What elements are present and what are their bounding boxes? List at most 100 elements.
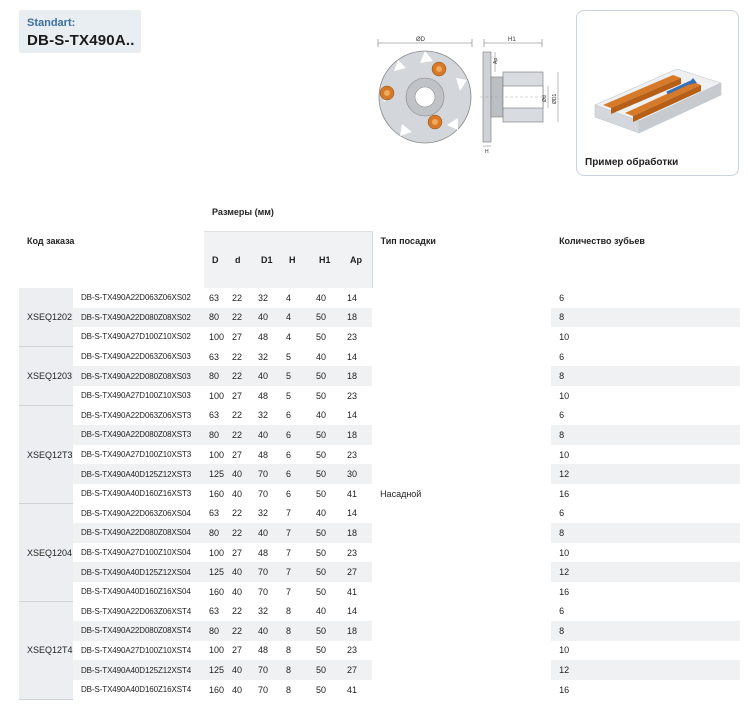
dim-h-cell: 6 bbox=[286, 488, 292, 499]
dim-ap-cell: 18 bbox=[342, 425, 373, 445]
order-code-cell: DB-S-TX490A22D063Z06XST4 bbox=[81, 606, 192, 616]
teeth-count-cell: 8 bbox=[551, 523, 741, 543]
dim-ap-cell: 18 bbox=[342, 523, 373, 543]
dim-d-cell: 27 bbox=[232, 390, 243, 401]
standard-box: Standart: DB-S-TX490A.. bbox=[19, 10, 141, 53]
dim-h-cell: 5 bbox=[286, 390, 292, 401]
teeth-count-cell: 6 bbox=[559, 292, 565, 303]
dim-d-cell: 100 bbox=[209, 390, 225, 401]
teeth-count-cell: 10 bbox=[559, 390, 570, 401]
dim-d-cell: 40 bbox=[227, 660, 253, 680]
header-dim-d1: D1 bbox=[253, 231, 281, 288]
header-dim-ap: Ap bbox=[342, 231, 373, 288]
insert-group-label: XSEQ1202 bbox=[19, 288, 73, 348]
order-code-cell: DB-S-TX490A22D080Z08XS02 bbox=[73, 307, 204, 328]
teeth-count-cell: 10 bbox=[559, 449, 570, 460]
specification-table: Код заказа Размеры (мм) Тип посадки Коли… bbox=[19, 193, 741, 700]
dim-d-cell: 27 bbox=[232, 449, 243, 460]
teeth-count-cell: 8 bbox=[551, 425, 741, 445]
dim-h-cell: 5 bbox=[281, 366, 311, 386]
dim-ap-cell: 41 bbox=[347, 488, 358, 499]
label-H: H bbox=[485, 149, 489, 155]
order-code-cell: DB-S-TX490A22D063Z06XS03 bbox=[81, 352, 191, 362]
order-code-cell: DB-S-TX490A22D063Z06XST3 bbox=[81, 410, 192, 420]
dim-h1-cell: 40 bbox=[316, 351, 327, 362]
dim-h1-cell: 50 bbox=[311, 366, 342, 386]
insert-group-label: XSEQ12T3 bbox=[19, 405, 73, 505]
dim-d1-cell: 32 bbox=[258, 351, 269, 362]
dim-d1-cell: 40 bbox=[253, 621, 281, 641]
dim-d-cell: 100 bbox=[209, 645, 225, 656]
dim-h1-cell: 50 bbox=[311, 660, 342, 680]
dim-d-cell: 160 bbox=[209, 684, 225, 695]
dim-d1-cell: 40 bbox=[253, 523, 281, 543]
dim-h1-cell: 50 bbox=[316, 547, 327, 558]
teeth-count-cell: 10 bbox=[559, 331, 570, 342]
dim-d1-cell: 70 bbox=[258, 684, 269, 695]
dim-h1-cell: 50 bbox=[316, 645, 327, 656]
dim-d-cell: 27 bbox=[232, 547, 243, 558]
dim-h1-cell: 50 bbox=[311, 523, 342, 543]
dim-h1-cell: 50 bbox=[316, 488, 327, 499]
dim-d1-cell: 40 bbox=[253, 307, 281, 328]
dim-d-cell: 100 bbox=[209, 449, 225, 460]
header-dimensions: Размеры (мм) bbox=[204, 193, 373, 232]
teeth-count-cell: 8 bbox=[551, 307, 741, 328]
dim-d-cell: 100 bbox=[209, 331, 225, 342]
dim-h1-cell: 40 bbox=[316, 606, 327, 617]
dim-h-cell: 7 bbox=[281, 523, 311, 543]
dim-ap-cell: 23 bbox=[347, 645, 358, 656]
dim-ap-cell: 27 bbox=[342, 562, 373, 582]
dim-ap-cell: 14 bbox=[347, 410, 358, 421]
dim-d-cell: 80 bbox=[204, 523, 227, 543]
dim-d-cell: 40 bbox=[227, 562, 253, 582]
dim-d-cell: 100 bbox=[209, 547, 225, 558]
dim-h1-cell: 40 bbox=[316, 508, 327, 519]
dim-d-cell: 22 bbox=[232, 410, 243, 421]
dim-h-cell: 8 bbox=[286, 606, 292, 617]
dim-d1-cell: 40 bbox=[253, 425, 281, 445]
dim-h1-cell: 50 bbox=[311, 425, 342, 445]
dim-h-cell: 7 bbox=[286, 586, 292, 597]
dim-d1-cell: 70 bbox=[258, 586, 269, 597]
order-code-cell: DB-S-TX490A22D080Z08XS03 bbox=[73, 366, 204, 386]
dim-h-cell: 4 bbox=[286, 292, 292, 303]
dim-d1-cell: 32 bbox=[258, 606, 269, 617]
order-code-cell: DB-S-TX490A40D125Z12XST3 bbox=[73, 464, 204, 484]
dim-h-cell: 8 bbox=[281, 621, 311, 641]
dim-h-cell: 7 bbox=[281, 562, 311, 582]
dim-ap-cell: 23 bbox=[347, 449, 358, 460]
teeth-count-cell: 16 bbox=[559, 684, 570, 695]
teeth-count-cell: 12 bbox=[551, 562, 741, 582]
label-Ap: Ap bbox=[493, 58, 499, 64]
dim-ap-cell: 41 bbox=[347, 586, 358, 597]
dim-h-cell: 6 bbox=[281, 464, 311, 484]
dim-d-cell: 63 bbox=[209, 292, 220, 303]
dim-d-cell: 22 bbox=[232, 606, 243, 617]
dim-h1-cell: 50 bbox=[311, 464, 342, 484]
dim-d1-cell: 48 bbox=[258, 331, 269, 342]
header-dim-d: d bbox=[227, 231, 253, 288]
dim-ap-cell: 18 bbox=[342, 307, 373, 328]
order-code-cell: DB-S-TX490A27D100Z10XS03 bbox=[81, 391, 191, 401]
dim-d-cell: 125 bbox=[204, 464, 227, 484]
dim-d-cell: 22 bbox=[232, 292, 243, 303]
dim-h-cell: 7 bbox=[286, 508, 292, 519]
order-code-cell: DB-S-TX490A40D160Z16XS04 bbox=[81, 587, 191, 597]
dim-h1-cell: 50 bbox=[311, 562, 342, 582]
dim-d-cell: 40 bbox=[232, 586, 243, 597]
order-code-cell: DB-S-TX490A27D100Z10XS04 bbox=[81, 548, 191, 558]
order-code-cell: DB-S-TX490A40D160Z16XST3 bbox=[81, 489, 192, 499]
teeth-count-cell: 8 bbox=[551, 621, 741, 641]
